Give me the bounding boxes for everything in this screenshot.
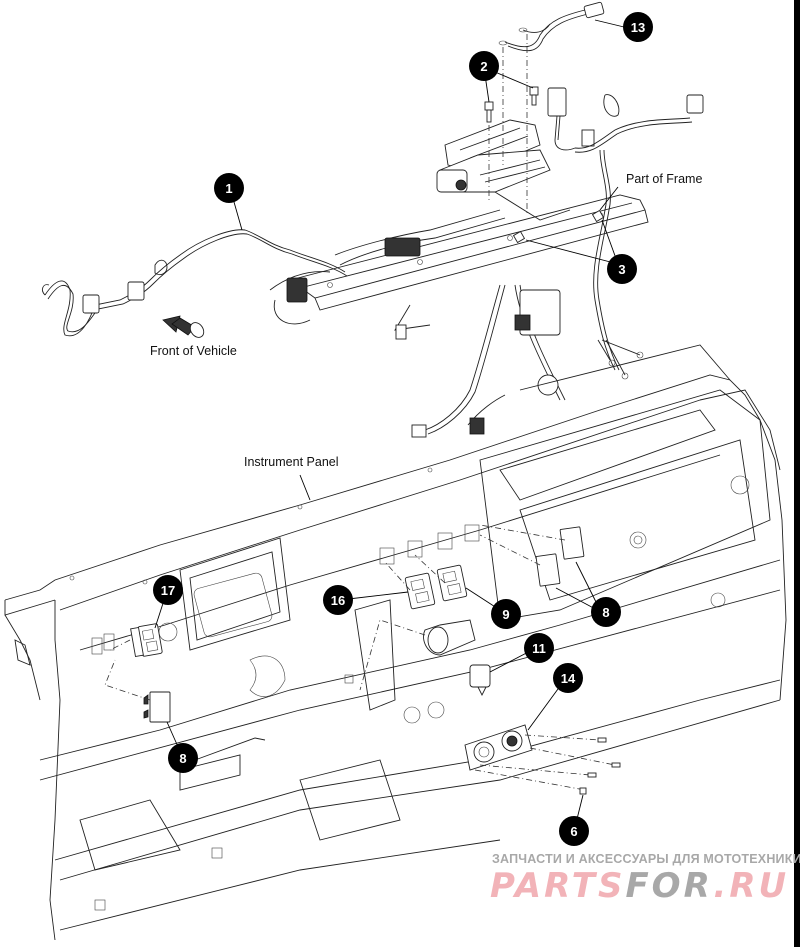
ignition-switch	[423, 619, 491, 697]
callout-17[interactable]: 17	[153, 575, 183, 605]
watermark-brand-part3: .RU	[713, 866, 790, 906]
screw-pair	[512, 209, 605, 244]
watermark-subtitle: ЗАПЧАСТИ И АКСЕССУАРЫ ДЛЯ МОТОТЕХНИКИ	[492, 852, 800, 866]
power-outlet	[464, 724, 621, 795]
control-module	[436, 119, 571, 221]
watermark-brand-part1: PARTS	[490, 866, 626, 906]
front-of-vehicle-label: Front of Vehicle	[150, 344, 237, 358]
watermark-brand-part2: FOR	[625, 866, 714, 906]
callout-11[interactable]: 11	[524, 633, 554, 663]
callout-8-left[interactable]: 8	[168, 743, 198, 773]
switch-9	[436, 564, 468, 602]
instrument-panel-label: Instrument Panel	[244, 455, 339, 469]
frame-beam	[269, 194, 649, 331]
switch-17	[130, 623, 163, 658]
front-arrow-icon	[162, 315, 205, 338]
harness-connector-block	[286, 237, 421, 340]
right-border	[794, 0, 800, 947]
callout-2[interactable]: 2	[469, 51, 499, 81]
relay-connectors	[547, 87, 704, 380]
wiring-harness	[42, 229, 348, 337]
blank-plug-left	[143, 691, 171, 723]
callout-1[interactable]: 1	[214, 173, 244, 203]
callout-8-right[interactable]: 8	[591, 597, 621, 627]
callout-3[interactable]: 3	[607, 254, 637, 284]
switch-16	[404, 572, 436, 610]
part-of-frame-label: Part of Frame	[626, 172, 703, 186]
watermark-logo: PARTSFOR.RU	[490, 866, 789, 906]
instrument-panel	[4, 344, 787, 941]
battery-cable	[498, 1, 605, 215]
lower-harness-branch	[411, 284, 566, 438]
callout-6[interactable]: 6	[559, 816, 589, 846]
callout-9[interactable]: 9	[491, 599, 521, 629]
blank-plugs-right	[535, 526, 585, 587]
callout-13[interactable]: 13	[623, 12, 653, 42]
callout-16[interactable]: 16	[323, 585, 353, 615]
callout-14[interactable]: 14	[553, 663, 583, 693]
